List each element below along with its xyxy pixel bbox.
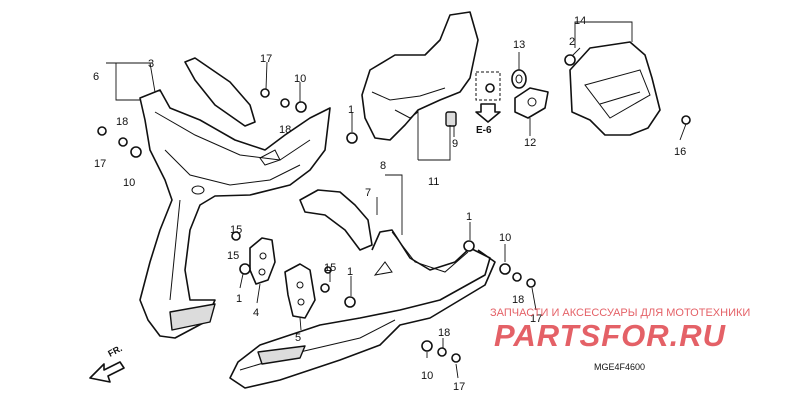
- callout-14: 14: [574, 15, 586, 27]
- callout-4: 4: [253, 307, 259, 319]
- diagram-code: MGE4F4600: [594, 362, 645, 372]
- callout-10: 10: [294, 73, 306, 85]
- callout-numbers: 6 3 17 10 18 1 18 17 10 14 2 13 12 9 11 …: [93, 15, 686, 393]
- inner-bracket: [361, 11, 479, 141]
- stay-4: [249, 237, 276, 285]
- callout-10: 10: [123, 177, 135, 189]
- direction-label: FR.: [106, 343, 123, 359]
- callout-11: 11: [428, 176, 439, 188]
- stay-5: [284, 263, 316, 319]
- watermark-tagline: ЗАПЧАСТИ И АКСЕССУАРЫ ДЛЯ МОТОТЕХНИКИ: [490, 307, 750, 319]
- callout-13: 13: [513, 39, 525, 51]
- grommet-13: [511, 69, 527, 89]
- reference-label: E-6: [476, 125, 492, 136]
- callout-5: 5: [295, 332, 301, 344]
- callout-17: 17: [530, 313, 542, 325]
- front-direction-indicator: FR.: [89, 343, 125, 383]
- callout-6: 6: [93, 71, 99, 83]
- callout-8: 8: [380, 160, 386, 172]
- callout-17: 17: [453, 381, 465, 393]
- callout-10: 10: [499, 232, 511, 244]
- callout-2: 2: [569, 36, 575, 48]
- callout-18: 18: [512, 294, 524, 306]
- callout-15: 15: [324, 262, 336, 274]
- callout-17: 17: [94, 158, 106, 170]
- watermark: ЗАПЧАСТИ И АКСЕССУАРЫ ДЛЯ МОТОТЕХНИКИ PA…: [490, 307, 750, 353]
- callout-15: 15: [230, 224, 242, 236]
- callout-18: 18: [116, 116, 128, 128]
- fasteners: [97, 54, 691, 363]
- callout-12: 12: [524, 137, 536, 149]
- callout-10: 10: [421, 370, 433, 382]
- watermark-logo: PARTSFOR.RU: [494, 318, 727, 353]
- bracket-14: [569, 41, 661, 136]
- callout-18: 18: [438, 327, 450, 339]
- callout-7: 7: [365, 187, 371, 199]
- callout-3: 3: [148, 58, 154, 70]
- callout-1: 1: [466, 211, 472, 223]
- leader-lines: [106, 21, 687, 379]
- callout-16: 16: [674, 146, 686, 158]
- reference-e6: E-6: [475, 71, 501, 136]
- callout-18: 18: [279, 124, 291, 136]
- lower-cowl-right: [229, 189, 496, 389]
- callout-1: 1: [347, 266, 353, 278]
- clip-12: [514, 87, 549, 119]
- callout-9: 9: [452, 138, 458, 150]
- callout-17: 17: [260, 53, 272, 65]
- callout-1: 1: [348, 104, 354, 116]
- panel-3: [184, 57, 256, 127]
- callout-15: 15: [227, 250, 239, 262]
- callout-1: 1: [236, 293, 242, 305]
- lower-cowl-left: [139, 89, 331, 339]
